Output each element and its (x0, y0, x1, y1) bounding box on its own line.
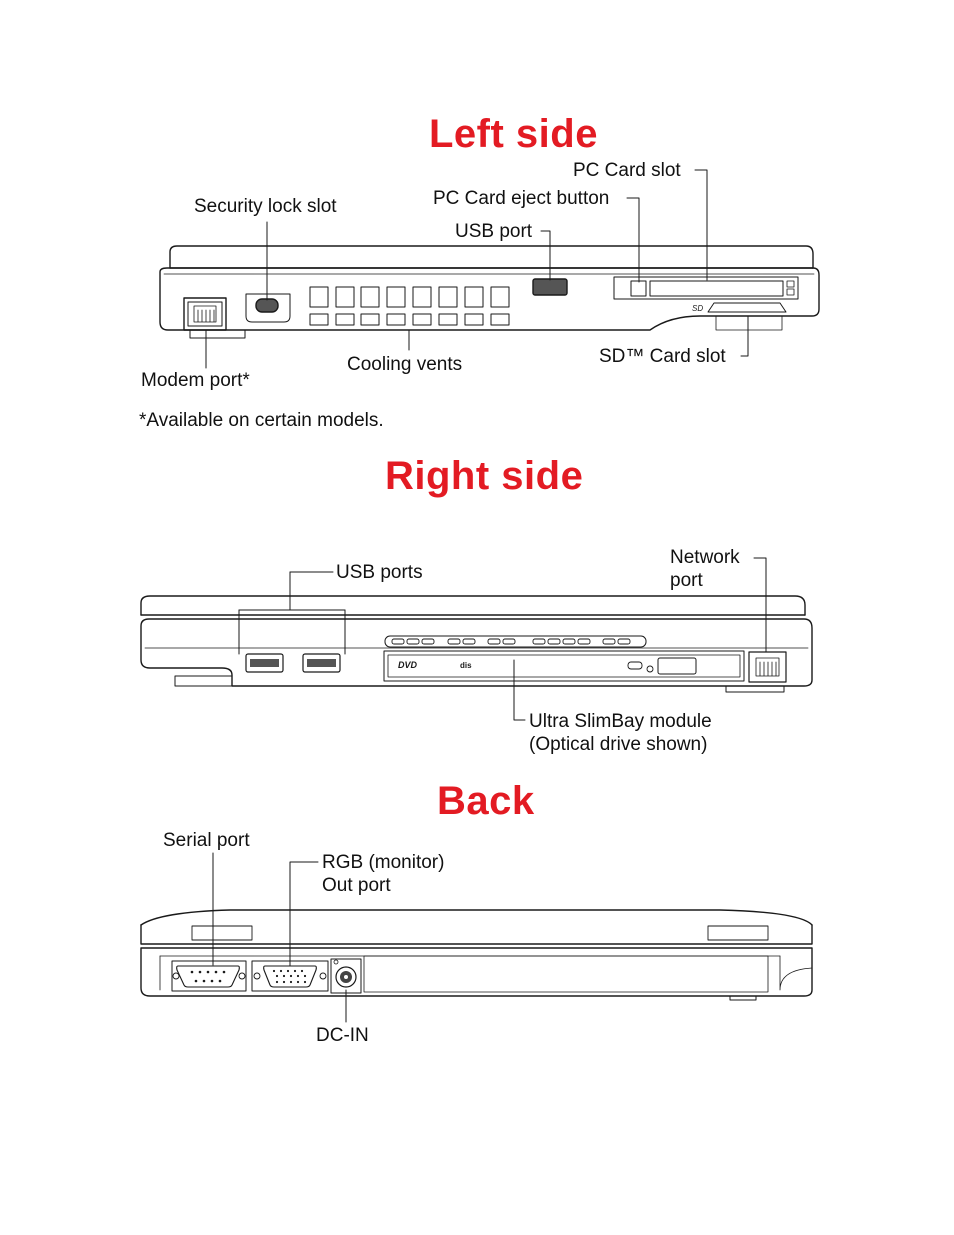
optical-drive (383, 650, 745, 682)
usb-port-1 (245, 653, 284, 673)
network-port (748, 651, 787, 683)
pc-card-slot (649, 280, 784, 297)
label-network-port-line1: Network (670, 547, 740, 568)
back-laptop (140, 909, 813, 1001)
svg-text:dis: dis (460, 661, 472, 670)
label-rgb-line1: RGB (monitor) (322, 852, 445, 873)
usb-port (532, 278, 568, 296)
label-serial-port: Serial port (163, 830, 250, 851)
label-cooling-vents: Cooling vents (347, 354, 463, 375)
label-usb-ports: USB ports (336, 562, 423, 583)
label-network-port-line2: port (670, 570, 703, 591)
left-side-title: Left side (429, 112, 598, 156)
usb-port-2 (302, 653, 341, 673)
rgb-monitor-port (251, 960, 329, 992)
sd-card-slot (707, 302, 787, 313)
label-usb-port: USB port (455, 221, 533, 242)
back-title: Back (437, 779, 535, 823)
svg-text:SD: SD (692, 304, 703, 313)
footnote-available-models: *Available on certain models. (139, 410, 384, 431)
right-side-leaders (238, 557, 767, 721)
right-side-laptop: DVD dis (140, 595, 813, 693)
modem-port (183, 297, 227, 331)
label-sd-card-slot: SD™ Card slot (599, 346, 726, 367)
label-pc-card-slot: PC Card slot (573, 160, 681, 181)
cooling-vents (309, 286, 510, 326)
vent-strip (384, 635, 647, 648)
serial-port (171, 960, 247, 992)
security-lock-slot (255, 298, 279, 313)
right-side-title: Right side (385, 454, 584, 498)
label-security-lock-slot: Security lock slot (194, 196, 337, 217)
back-leaders (212, 852, 347, 1023)
label-rgb-line2: Out port (322, 875, 391, 896)
pc-card-eject-button (630, 280, 647, 297)
label-dc-in: DC-IN (316, 1025, 369, 1046)
label-modem-port: Modem port* (141, 370, 250, 391)
left-side-leaders (205, 169, 749, 369)
svg-text:DVD: DVD (398, 660, 418, 670)
label-slimbay-line1: Ultra SlimBay module (529, 711, 712, 732)
label-pc-card-eject-button: PC Card eject button (433, 188, 610, 209)
left-side-laptop: SD (159, 245, 820, 339)
label-slimbay-line2: (Optical drive shown) (529, 734, 708, 755)
